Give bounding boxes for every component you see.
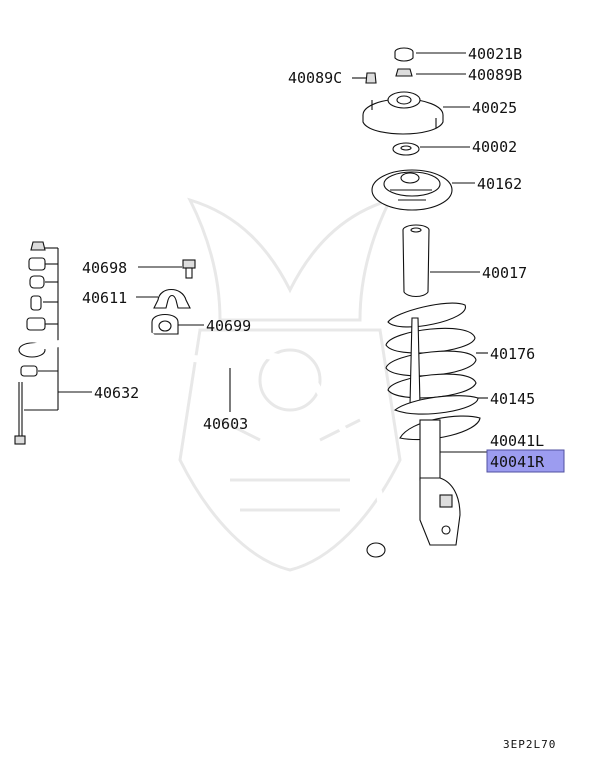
label-40162[interactable]: 40162	[477, 175, 522, 193]
watermark-logo	[178, 197, 402, 572]
label-40699[interactable]: 40699	[206, 317, 251, 335]
part-40698[interactable]	[182, 259, 196, 279]
label-40089C[interactable]: 40089C	[288, 69, 342, 87]
part-40145[interactable]	[393, 395, 479, 415]
part-40699[interactable]	[151, 313, 179, 335]
label-40002[interactable]: 40002	[472, 138, 517, 156]
label-40632[interactable]: 40632	[94, 384, 139, 402]
part-40089B[interactable]	[395, 68, 413, 77]
label-40698[interactable]: 40698	[82, 259, 127, 277]
part-40002[interactable]	[392, 142, 420, 156]
label-40176[interactable]: 40176	[490, 345, 535, 363]
label-40017[interactable]: 40017	[482, 264, 527, 282]
part-40162[interactable]	[371, 169, 453, 211]
label-40603[interactable]: 40603	[203, 415, 248, 433]
highlight-40041R	[486, 449, 565, 473]
label-40041R[interactable]: 40041R	[490, 453, 545, 471]
diagram-code: 3EP2L70	[503, 738, 556, 751]
label-40021B[interactable]: 40021B	[468, 45, 522, 63]
part-40176[interactable]	[385, 302, 477, 406]
part-40017[interactable]	[402, 224, 430, 298]
part-40603[interactable]	[29, 322, 386, 558]
label-40089B[interactable]: 40089B	[468, 66, 522, 84]
label-40025[interactable]: 40025	[472, 99, 517, 117]
part-40025[interactable]	[362, 91, 444, 135]
part-40021B[interactable]	[394, 47, 414, 62]
part-40041-strut[interactable]	[399, 415, 481, 546]
label-40041L[interactable]: 40041L	[490, 432, 544, 450]
label-40611[interactable]: 40611	[82, 289, 127, 307]
part-stabilizer-link-kit[interactable]	[14, 241, 46, 445]
part-40089C[interactable]	[365, 72, 377, 84]
label-40145[interactable]: 40145	[490, 390, 535, 408]
part-40611[interactable]	[153, 288, 191, 309]
